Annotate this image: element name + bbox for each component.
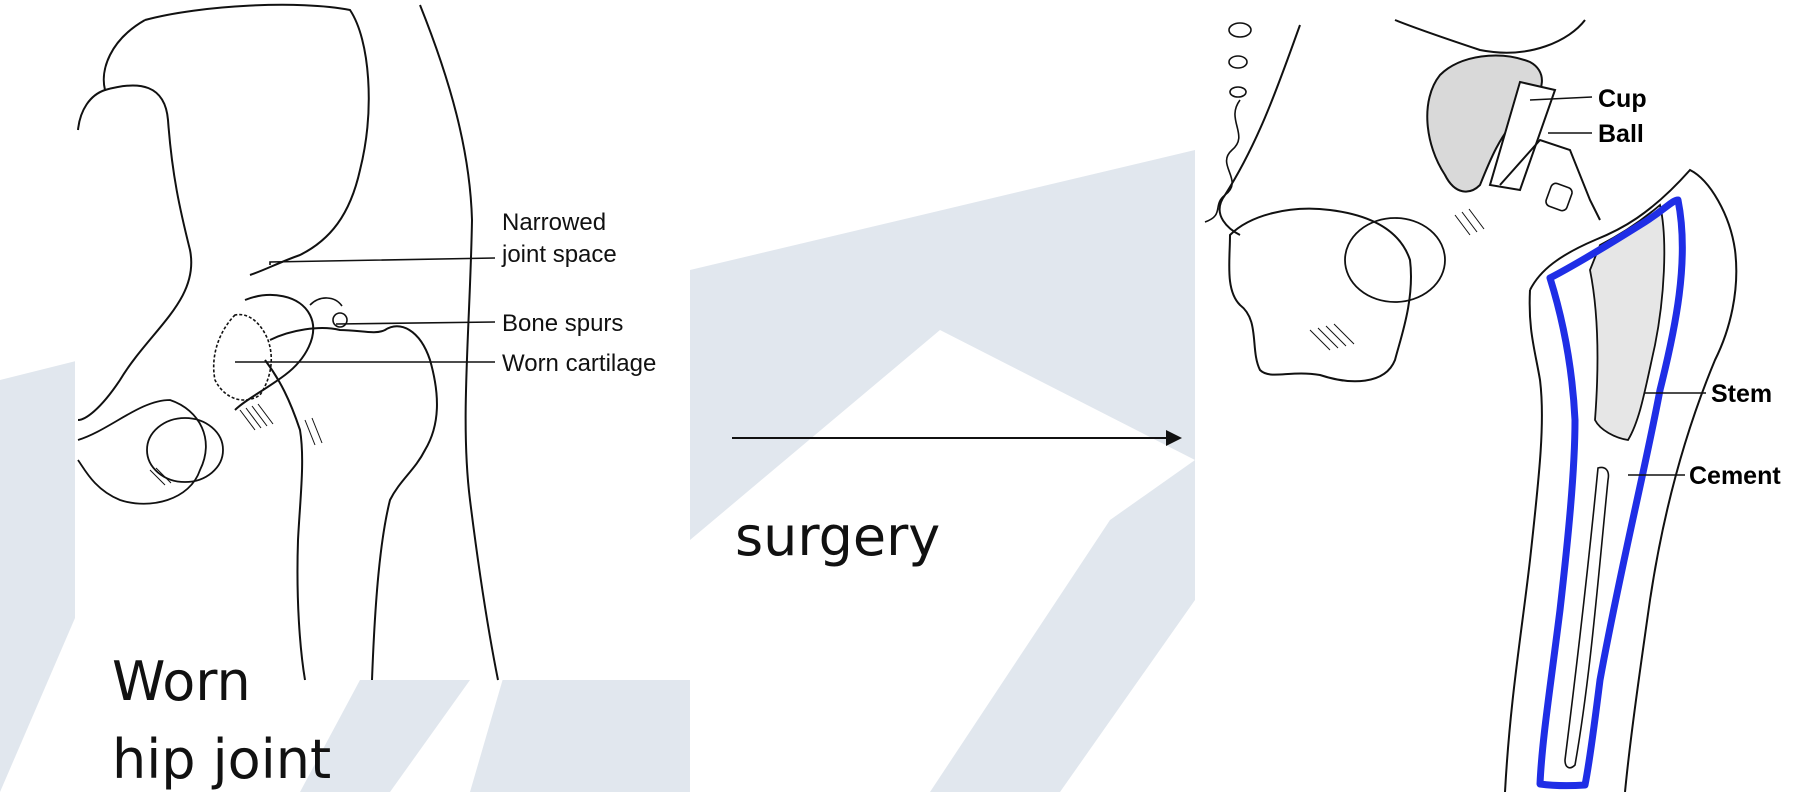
caption-surgery: surgery: [735, 505, 940, 568]
worn-hip-illustration: [75, 0, 690, 680]
caption-hip-joint: hip joint: [112, 728, 331, 791]
caption-worn: Worn: [112, 650, 251, 713]
label-narrowed-line1: Narrowed: [502, 209, 606, 236]
label-cement: Cement: [1689, 462, 1781, 490]
label-worn-cartilage: Worn cartilage: [502, 350, 656, 377]
label-ball: Ball: [1598, 120, 1644, 148]
label-narrowed-line2: joint space: [501, 241, 617, 268]
label-bone-spurs: Bone spurs: [502, 310, 623, 337]
label-cup: Cup: [1598, 85, 1647, 113]
label-stem: Stem: [1711, 380, 1772, 408]
